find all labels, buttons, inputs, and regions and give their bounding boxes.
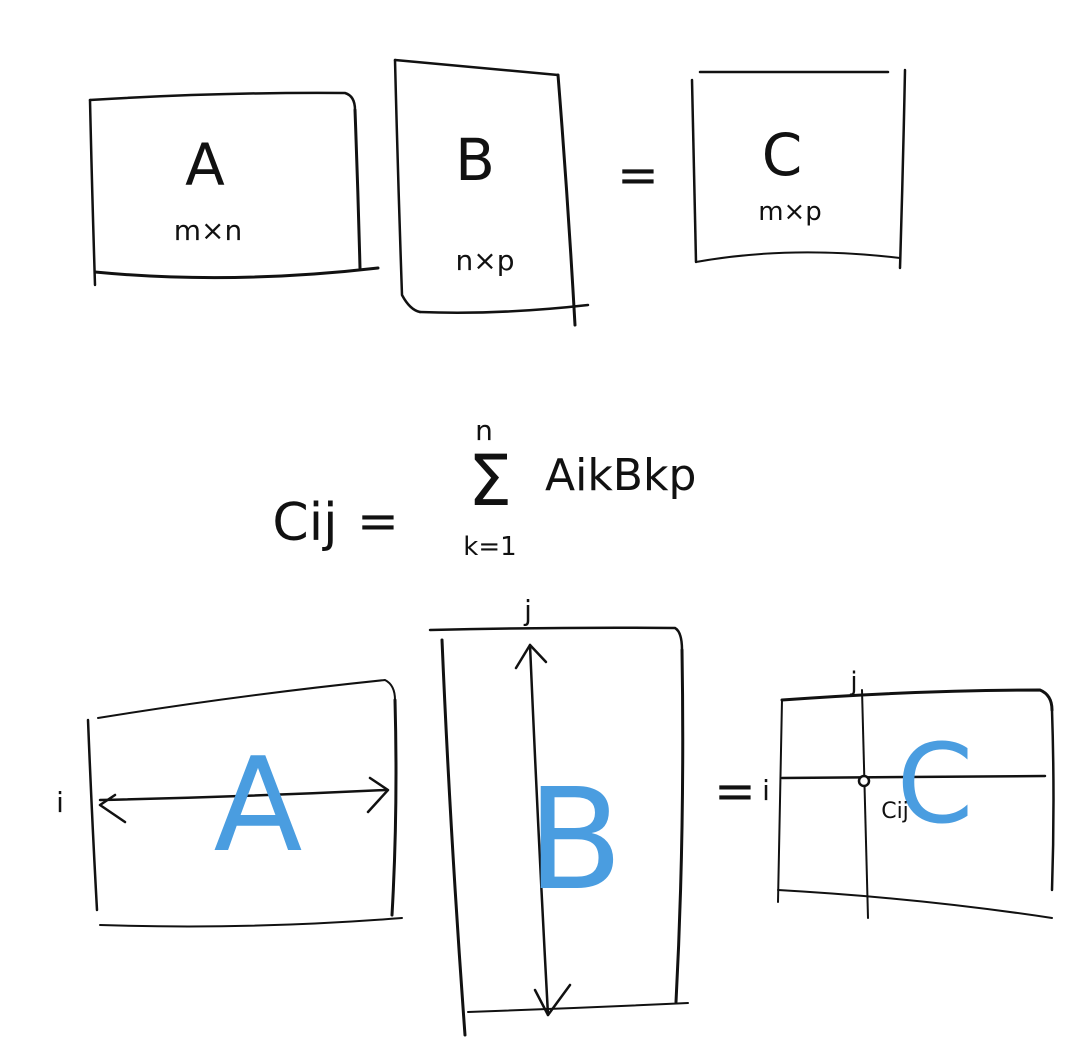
sum-upper-limit: n (475, 414, 493, 447)
top-equals-sign: = (617, 146, 659, 204)
bottom-equals-sign: = (714, 762, 756, 820)
sum-lower-limit: k=1 (463, 532, 516, 562)
left-arrowhead-icon (98, 793, 127, 824)
row-index-i: i (56, 786, 64, 819)
matrix-c-highlight-label: C (897, 720, 974, 848)
matrix-b-label: B (455, 126, 495, 194)
down-arrowhead-icon (533, 983, 572, 1017)
c-col-index-j: j (849, 667, 857, 697)
row-i-line (98, 788, 387, 802)
formula: Cij = Σ n k=1 AikBkp (272, 414, 696, 562)
sum-symbol: Σ (468, 440, 512, 522)
col-index-j: j (523, 594, 532, 627)
c-row-i-line (780, 774, 1047, 780)
cell-cij-label: Cij (881, 799, 909, 824)
matrix-a-top: A m×n (88, 91, 380, 287)
formula-lhs: Cij (272, 493, 337, 553)
matrix-c-top: C m×p (690, 68, 907, 270)
matrix-c-bottom: i j C Cij (762, 667, 1055, 919)
col-j-line (528, 643, 550, 1017)
matrix-b-bottom: j B (428, 594, 689, 1037)
matrix-a-highlight-label: A (214, 729, 303, 881)
matrix-b-dims: n×p (456, 244, 515, 277)
matrix-b-highlight-label: B (527, 759, 623, 922)
matrix-a-label: A (185, 131, 225, 199)
matrix-c-dims: m×p (758, 197, 822, 227)
matrix-b-top: B n×p (393, 58, 590, 327)
right-arrowhead-icon (366, 776, 390, 814)
matrix-a-dims: m×n (174, 214, 242, 247)
matrix-a-bottom: i A (56, 679, 403, 928)
cell-dot-icon (857, 774, 871, 788)
sum-term: AikBkp (545, 450, 696, 501)
matrix-c-label: C (762, 121, 803, 189)
formula-equals: = (357, 492, 399, 550)
c-col-j-line (861, 689, 869, 919)
c-row-index-i: i (762, 774, 770, 807)
up-arrowhead-icon (514, 643, 548, 670)
